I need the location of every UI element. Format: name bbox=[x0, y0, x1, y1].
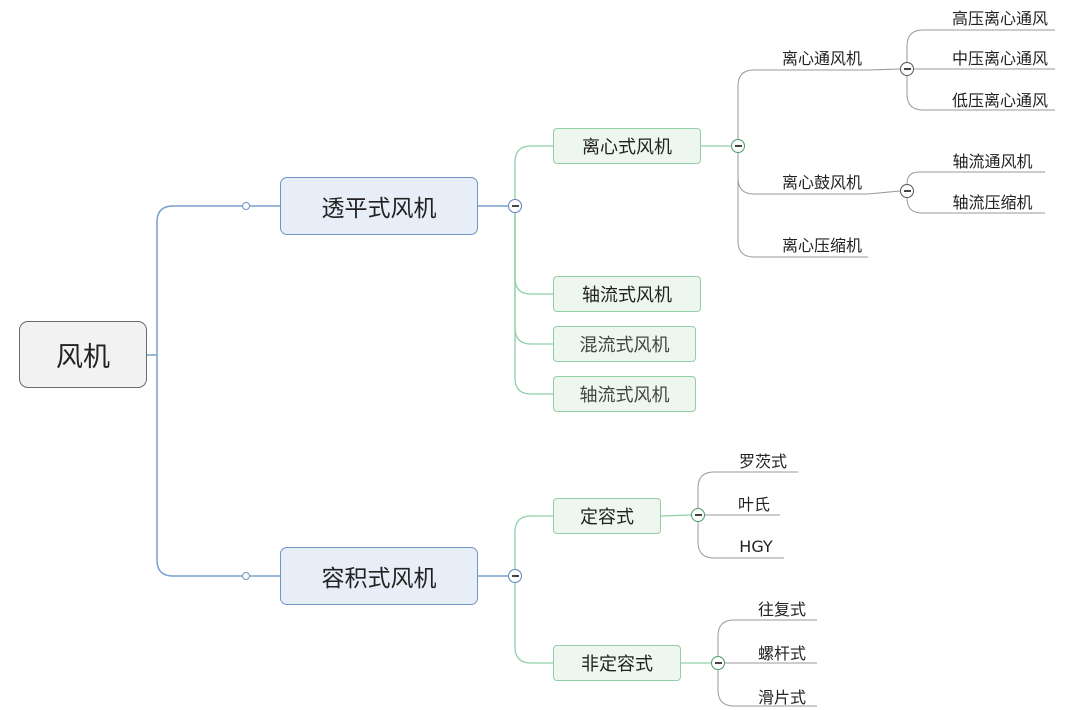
collapse-toggle-icon[interactable] bbox=[731, 139, 745, 153]
leaf-vane[interactable]: 叶氏 bbox=[737, 495, 770, 514]
collapse-toggle-icon[interactable] bbox=[691, 508, 705, 522]
collapse-toggle-icon[interactable] bbox=[711, 656, 725, 670]
root-node[interactable]: 风机 bbox=[19, 321, 147, 388]
leaf-hgy[interactable]: HGY bbox=[739, 536, 773, 556]
leaf-line bbox=[737, 153, 868, 258]
branch-turbo-fan[interactable]: 透平式风机 bbox=[280, 177, 478, 235]
leaf-centrifugal-ventilator[interactable]: 离心通风机 bbox=[781, 49, 862, 68]
node-variable-volume[interactable]: 非定容式 bbox=[553, 645, 681, 681]
leaf-medium-pressure-centrifugal[interactable]: 中压离心通风 bbox=[951, 49, 1048, 68]
leaf-stem-line bbox=[867, 68, 901, 71]
node-centrifugal-fan[interactable]: 离心式风机 bbox=[553, 128, 701, 164]
sub-stem-line bbox=[660, 514, 692, 517]
leaf-centrifugal-blower[interactable]: 离心鼓风机 bbox=[781, 173, 862, 192]
branch-line bbox=[156, 205, 280, 355]
leaf-screw[interactable]: 螺杆式 bbox=[757, 644, 806, 663]
sub-line bbox=[514, 583, 553, 664]
leaf-low-pressure-centrifugal[interactable]: 低压离心通风 bbox=[951, 91, 1048, 110]
collapse-toggle-icon[interactable] bbox=[508, 569, 522, 583]
collapse-toggle-icon[interactable] bbox=[900, 184, 914, 198]
branch-connector-knob bbox=[242, 202, 250, 210]
leaf-axial-compressor[interactable]: 轴流压缩机 bbox=[952, 193, 1033, 212]
sub-line bbox=[514, 213, 553, 345]
leaf-line bbox=[697, 522, 784, 559]
sub-line bbox=[514, 515, 553, 569]
node-axial-fan-2[interactable]: 轴流式风机 bbox=[553, 376, 696, 412]
node-mixed-flow-fan[interactable]: 混流式风机 bbox=[553, 326, 696, 362]
leaf-line bbox=[717, 619, 817, 656]
leaf-line bbox=[906, 197, 1045, 214]
leaf-line bbox=[737, 69, 868, 139]
branch-positive-displacement-fan[interactable]: 容积式风机 bbox=[280, 547, 478, 605]
leaf-stem-line bbox=[867, 190, 901, 195]
collapse-toggle-icon[interactable] bbox=[900, 62, 914, 76]
leaf-line bbox=[697, 471, 798, 508]
leaf-roots[interactable]: 罗茨式 bbox=[738, 452, 787, 471]
leaf-line bbox=[717, 670, 817, 707]
leaf-reciprocating[interactable]: 往复式 bbox=[757, 600, 806, 619]
leaf-sliding-vane[interactable]: 滑片式 bbox=[757, 688, 806, 707]
leaf-centrifugal-compressor[interactable]: 离心压缩机 bbox=[781, 236, 862, 255]
branch-connector-knob bbox=[242, 572, 250, 580]
leaf-line bbox=[906, 171, 1045, 185]
collapse-toggle-icon[interactable] bbox=[508, 199, 522, 213]
sub-line bbox=[514, 145, 553, 213]
leaf-axial-ventilator[interactable]: 轴流通风机 bbox=[952, 152, 1033, 171]
branch-line bbox=[156, 355, 280, 577]
node-constant-volume[interactable]: 定容式 bbox=[553, 498, 661, 534]
leaf-high-pressure-centrifugal[interactable]: 高压离心通风 bbox=[951, 9, 1048, 28]
sub-line bbox=[514, 213, 553, 295]
leaf-line bbox=[906, 29, 1055, 62]
sub-line bbox=[514, 213, 553, 395]
node-axial-fan[interactable]: 轴流式风机 bbox=[553, 276, 701, 312]
leaf-line bbox=[906, 76, 1055, 111]
